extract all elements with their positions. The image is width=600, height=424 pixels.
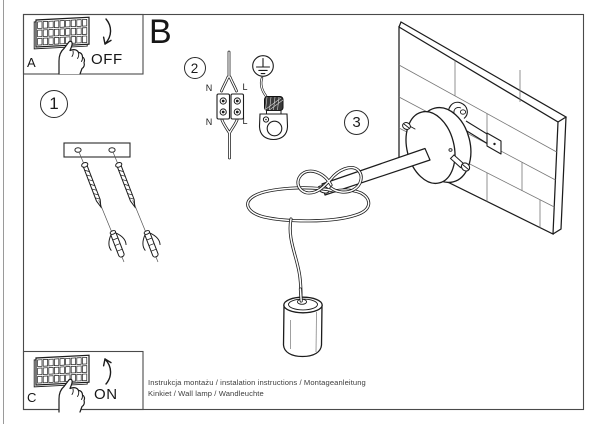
lamp-socket-figure: [282, 296, 323, 358]
page-frame: [22, 13, 585, 411]
circuit-breaker-icon-a: [33, 16, 90, 50]
wire-label-l-top: L: [242, 82, 248, 92]
power-cord-figure: [220, 50, 239, 160]
circuit-breaker-icon-c: [33, 354, 90, 388]
cable-into-socket: [298, 287, 303, 303]
earth-symbol-icon: [252, 55, 274, 77]
hand-icon-a: [58, 40, 86, 75]
screw-icon-right: [115, 162, 136, 209]
step-1-badge: 1: [40, 90, 68, 118]
mounting-plate-figure: [63, 142, 131, 158]
cable-figure: [246, 166, 371, 301]
hand-icon-c: [58, 378, 86, 413]
footer-line-1: Instrukcja montażu / instalation instruc…: [148, 378, 366, 387]
wall-anchor-icon-left: [108, 230, 127, 258]
canopy-figure: [405, 106, 472, 185]
state-on-label: ON: [94, 386, 118, 403]
label-a: A: [27, 55, 36, 70]
step-2-badge: 2: [183, 57, 206, 79]
step-3-number: 3: [352, 114, 361, 131]
lamp-arm-figure: [317, 147, 431, 196]
arrow-up-icon: [102, 358, 112, 385]
step-3-badge: 3: [344, 110, 369, 135]
cord-grip-figure: [258, 96, 289, 141]
panel-c-box: [22, 350, 144, 411]
arrow-down-icon: [102, 18, 112, 45]
panel-a-box: [22, 13, 144, 75]
footer-line-2: Kinkiet / Wall lamp / Wandleuchte: [148, 389, 264, 398]
wall-anchor-icon-right: [142, 230, 161, 258]
step-2-number: 2: [190, 60, 199, 76]
state-off-label: OFF: [91, 51, 123, 68]
terminal-block-figure: [216, 93, 245, 120]
earth-wire: [259, 76, 268, 98]
section-b-label: B: [149, 13, 172, 51]
wire-label-n-top: N: [205, 83, 213, 93]
screw-icon-left: [81, 162, 102, 209]
tiled-wall-figure: [398, 21, 568, 235]
step-1-number: 1: [49, 94, 59, 113]
wire-label-n-bottom: N: [205, 117, 213, 127]
label-c: C: [27, 390, 37, 405]
canopy-screw-icons: [402, 122, 471, 172]
wire-label-l-bottom: L: [242, 116, 248, 126]
